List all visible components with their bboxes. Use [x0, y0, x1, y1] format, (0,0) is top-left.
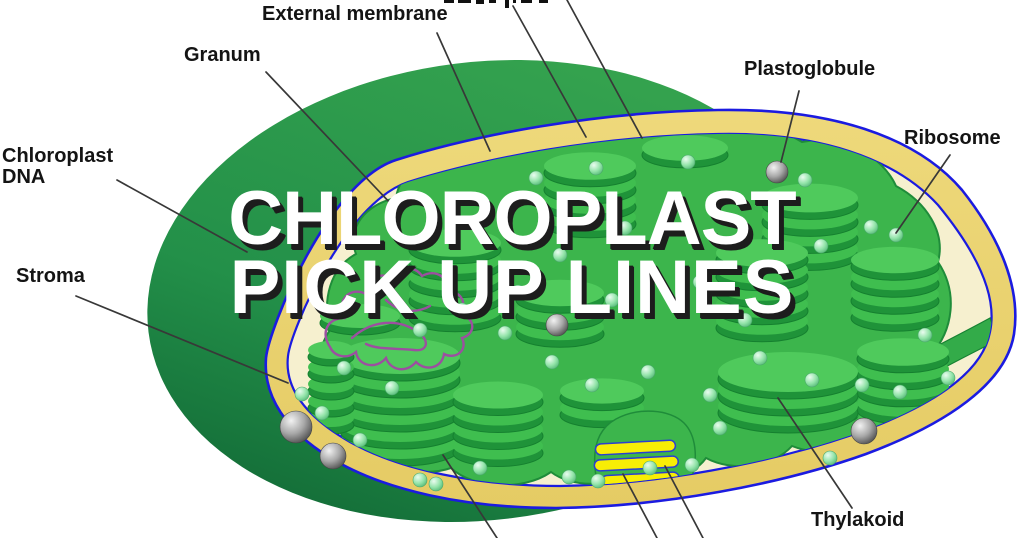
- label-granum: Granum: [184, 44, 261, 66]
- label-chloroplast-dna: Chloroplast DNA: [2, 145, 114, 188]
- truncated-top-label-fragments: [444, 0, 548, 8]
- label-external-membrane: External membrane: [262, 3, 448, 25]
- label-thylakoid: Thylakoid: [811, 509, 905, 531]
- plastoglobules-group: [279, 160, 878, 470]
- label-stroma: Stroma: [16, 265, 85, 287]
- thylakoid-lumen-bars: [593, 439, 680, 487]
- leader-lines: [75, 0, 951, 538]
- label-ribosome: Ribosome: [904, 127, 1001, 149]
- ribosomes-group: [294, 154, 956, 492]
- label-plastoglobule: Plastoglobule: [744, 58, 876, 80]
